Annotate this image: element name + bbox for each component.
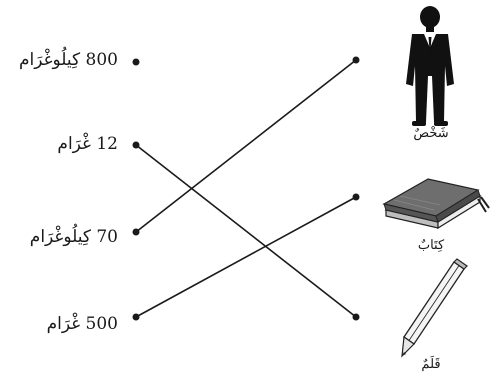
left-item-1: 800 كِيلُوغْرَام <box>19 50 118 70</box>
left-dot-1[interactable] <box>132 58 140 66</box>
left-item-3-unit: كِيلُوغْرَام <box>29 227 91 247</box>
left-item-1-number: 800 <box>85 50 118 70</box>
left-item-1-unit: كِيلُوغْرَام <box>18 50 81 70</box>
left-item-4: 500 غْرَام <box>47 314 118 334</box>
left-item-4-number: 500 <box>85 314 118 334</box>
pencil-icon <box>401 258 468 358</box>
caption-book: كِتَابٌ <box>417 238 445 253</box>
book-icon <box>382 178 490 230</box>
connection-line-500g-book <box>135 196 357 318</box>
connection-line-70kg-person <box>135 59 357 233</box>
person-icon <box>406 6 454 126</box>
left-item-2: 12 غْرَام <box>57 134 118 154</box>
left-item-3-number: 70 <box>96 227 118 247</box>
connection-line-12g-pencil <box>135 144 357 318</box>
left-item-2-number: 12 <box>96 134 118 154</box>
caption-person: شَخْصٌ <box>413 126 449 141</box>
left-item-3: 70 كِيلُوغْرَام <box>30 227 118 247</box>
left-item-2-unit: غْرَام <box>57 134 91 154</box>
left-item-4-unit: غْرَام <box>46 314 81 334</box>
caption-pencil: قَلَمٌ <box>421 357 441 372</box>
